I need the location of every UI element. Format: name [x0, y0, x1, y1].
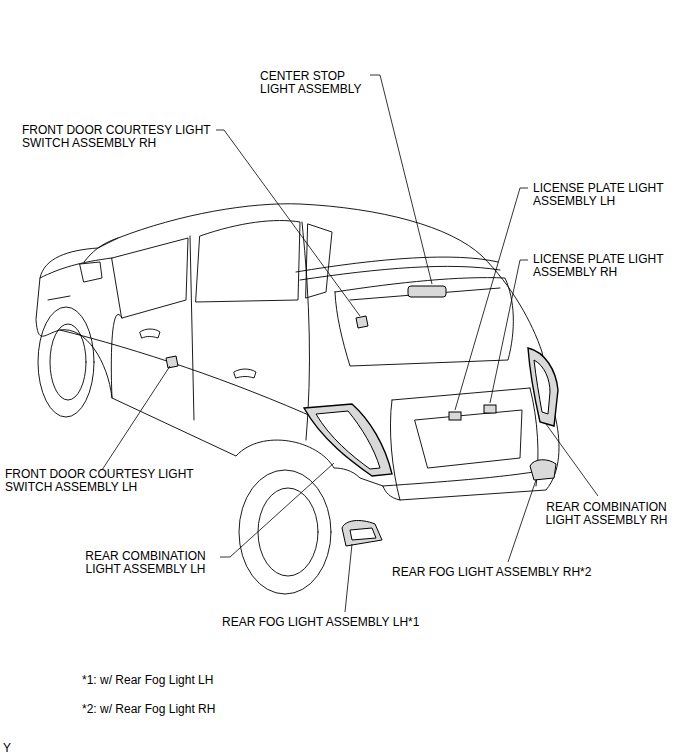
- leader-lines: [102, 75, 598, 612]
- part-label: FRONT DOOR COURTESY LIGHT SWITCH ASSEMBL…: [5, 468, 196, 494]
- part-label: REAR COMBINATION LIGHT ASSEMBLY RH: [544, 501, 669, 527]
- part-label: REAR FOG LIGHT ASSEMBLY LH*1: [222, 616, 419, 629]
- part-label: CENTER STOP LIGHT ASSEMBLY: [260, 70, 364, 96]
- part-label: REAR FOG LIGHT ASSEMBLY RH*2: [392, 566, 591, 579]
- part-label: REAR COMBINATION LIGHT ASSEMBLY LH: [84, 550, 207, 576]
- footnote: *1: w/ Rear Fog Light LH: [82, 674, 213, 687]
- part-label: FRONT DOOR COURTESY LIGHT SWITCH ASSEMBL…: [22, 124, 213, 150]
- part-label: LICENSE PLATE LIGHT ASSEMBLY LH: [533, 182, 666, 208]
- part-label: LICENSE PLATE LIGHT ASSEMBLY RH: [533, 253, 666, 279]
- figure-code: Y: [3, 742, 11, 755]
- footnote: *2: w/ Rear Fog Light RH: [82, 703, 215, 716]
